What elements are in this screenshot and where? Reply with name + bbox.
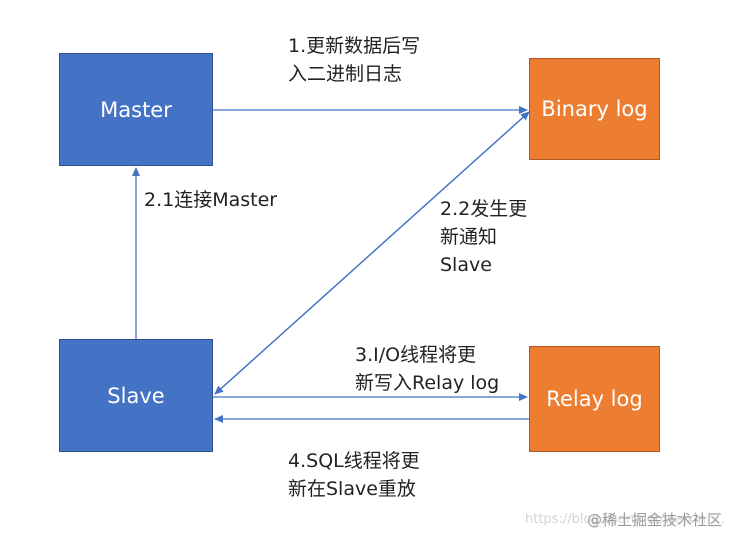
relay-log-node-label: Relay log (546, 387, 643, 411)
edge-label-step1-line1: 1.更新数据后写 (288, 35, 421, 57)
edge-label-step2-1: 2.1连接Master (144, 186, 277, 214)
edge-label-step2-2-line2: 新通知 (440, 226, 498, 248)
watermark-url: https://blog.csdn.net/weixin_... (525, 512, 725, 527)
slave-node-label: Slave (107, 383, 165, 408)
binary-log-node: Binary log (529, 58, 660, 160)
edge-label-step2-2-line1: 2.2发生更 (440, 198, 528, 220)
edge-label-step4: 4.SQL线程将更 新在Slave重放 (288, 447, 420, 503)
edge-label-step3: 3.I/O线程将更 新写入Relay log (355, 341, 499, 397)
edge-label-step2-2-line3: Slave (440, 254, 492, 276)
slave-node: Slave (59, 339, 213, 452)
binary-log-node-label: Binary log (541, 97, 648, 121)
edge-label-step4-line1: 4.SQL线程将更 (288, 450, 420, 472)
edge-label-step2-2: 2.2发生更 新通知 Slave (440, 195, 527, 279)
edge-label-step1: 1.更新数据后写 入二进制日志 (288, 32, 420, 88)
edge-label-step2-1-line1: 2.1连接Master (144, 189, 278, 211)
edge-label-step3-line1: 3.I/O线程将更 (355, 344, 477, 366)
watermark-brand: @稀土掘金技术社区 (587, 511, 723, 529)
relay-log-node: Relay log (529, 346, 660, 452)
edge-label-step1-line2: 入二进制日志 (288, 63, 403, 85)
master-node: Master (59, 53, 213, 166)
edge-label-step3-line2: 新写入Relay log (355, 372, 500, 394)
watermark: https://blog.csdn.net/weixin_... @稀土掘金技术… (525, 508, 735, 532)
master-node-label: Master (100, 97, 172, 122)
edge-label-step4-line2: 新在Slave重放 (288, 478, 416, 500)
